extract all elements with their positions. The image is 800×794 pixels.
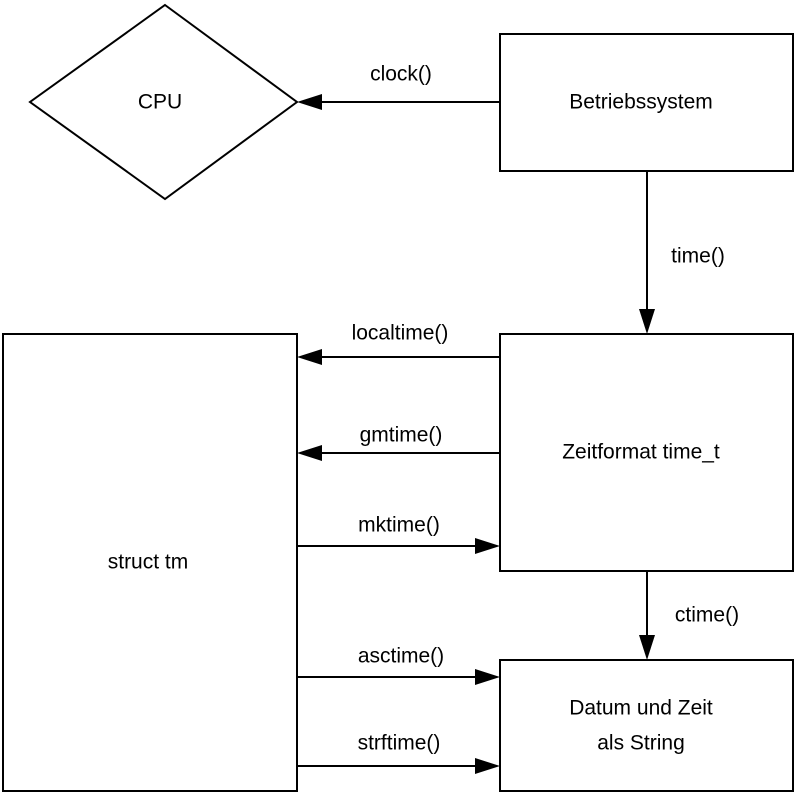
edge-clock: clock() bbox=[297, 63, 500, 110]
edge-mktime: mktime() bbox=[297, 514, 500, 554]
cpu-diamond bbox=[28, 3, 299, 201]
edge-time-label: time() bbox=[671, 245, 725, 268]
time-t-node: Zeitformat time_t bbox=[499, 333, 794, 572]
edge-localtime-arrowhead bbox=[297, 349, 322, 365]
time-t-label: Zeitformat time_t bbox=[562, 441, 720, 464]
string-box bbox=[499, 659, 794, 792]
edge-strftime-arrowhead bbox=[475, 758, 500, 774]
edge-strftime: strftime() bbox=[297, 732, 500, 774]
edge-ctime: ctime() bbox=[639, 571, 739, 660]
edge-mktime-label: mktime() bbox=[358, 514, 440, 537]
struct-tm-label: struct tm bbox=[108, 551, 189, 574]
edge-gmtime-arrowhead bbox=[297, 445, 322, 461]
edge-asctime-arrowhead bbox=[475, 669, 500, 685]
struct-tm-box bbox=[2, 333, 298, 792]
edge-clock-label: clock() bbox=[370, 63, 432, 86]
edge-mktime-arrowhead bbox=[475, 538, 500, 554]
cpu-label: CPU bbox=[138, 91, 182, 114]
edge-ctime-arrowhead bbox=[639, 635, 655, 660]
edge-localtime-label: localtime() bbox=[352, 322, 449, 345]
string-label-line1: Datum und Zeit bbox=[569, 697, 713, 720]
cpu-node: CPU bbox=[28, 3, 299, 201]
edge-asctime-label: asctime() bbox=[358, 645, 444, 668]
edge-time-arrowhead bbox=[639, 309, 655, 334]
os-label: Betriebssystem bbox=[569, 91, 713, 114]
struct-tm-node: struct tm bbox=[2, 333, 298, 792]
edge-clock-arrowhead bbox=[297, 94, 322, 110]
string-node: Datum und Zeit als String bbox=[499, 659, 794, 792]
edge-time: time() bbox=[639, 171, 725, 334]
time-t-box bbox=[499, 333, 794, 572]
edge-ctime-label: ctime() bbox=[675, 604, 739, 627]
string-label-line2: als String bbox=[597, 732, 685, 755]
edge-strftime-label: strftime() bbox=[358, 732, 441, 755]
edge-gmtime: gmtime() bbox=[297, 424, 500, 461]
edge-asctime: asctime() bbox=[297, 645, 500, 685]
edge-localtime: localtime() bbox=[297, 322, 500, 365]
os-node: Betriebssystem bbox=[499, 33, 794, 172]
edge-gmtime-label: gmtime() bbox=[360, 424, 443, 447]
